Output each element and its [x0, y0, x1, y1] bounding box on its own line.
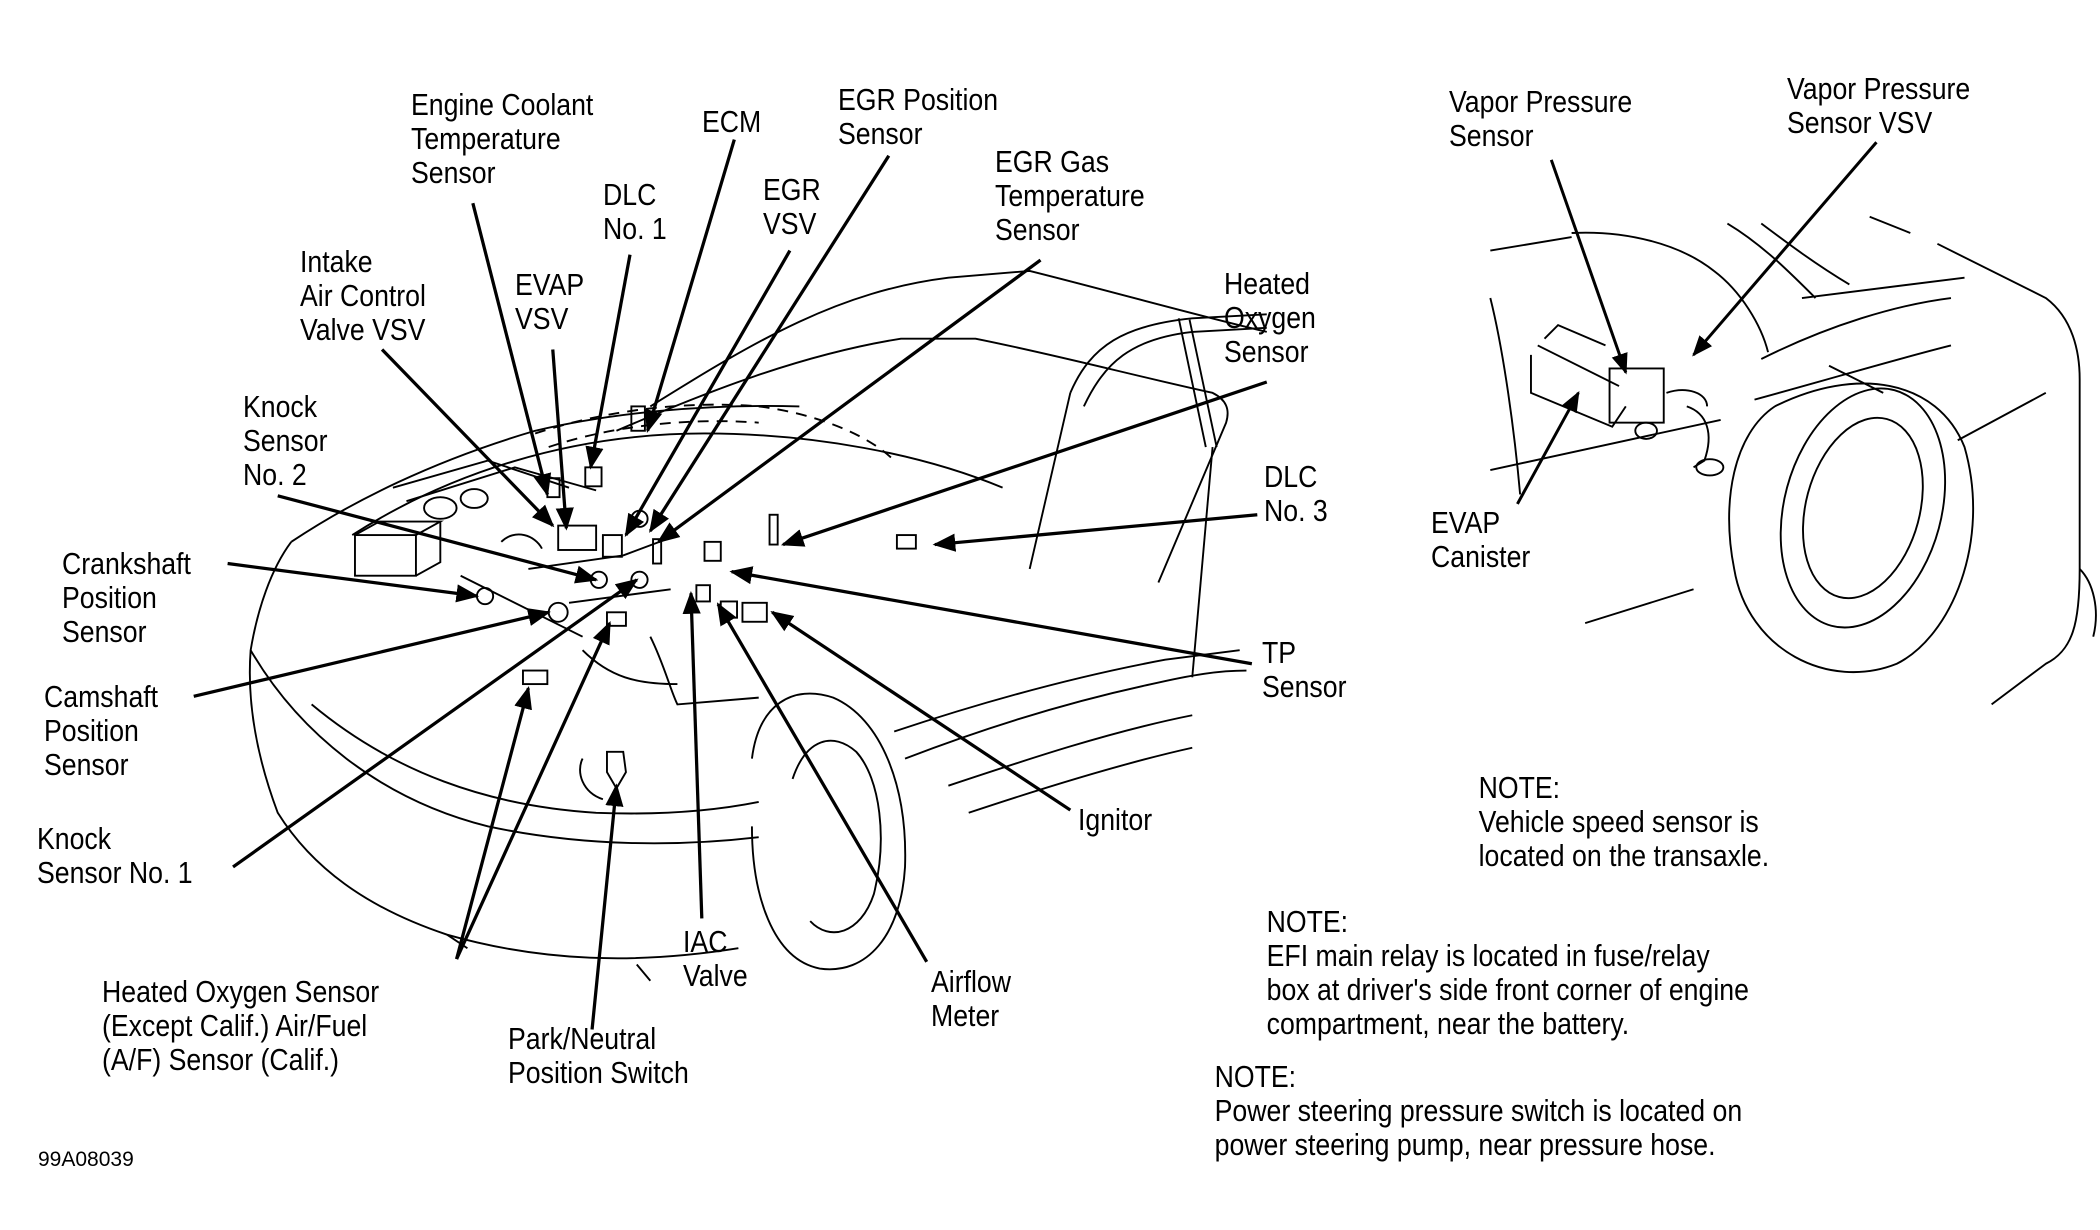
note-vehicle-speed-sensor: NOTE: Vehicle speed sensor is located on… [1449, 737, 1769, 907]
leader-ks1 [232, 578, 639, 869]
label-dlc-no3: DLC No. 3 [1264, 459, 1328, 528]
leader-airflow [716, 602, 929, 963]
leader-canister [1516, 391, 1580, 505]
leader-vps [1549, 159, 1628, 375]
label-tp-sensor: TP Sensor [1262, 635, 1347, 704]
note-body: EFI main relay is located in fuse/relay … [1266, 938, 1749, 1041]
label-engine-coolant-temperature-sensor: Engine Coolant Temperature Sensor [411, 87, 594, 190]
note-head: NOTE: [1478, 770, 1561, 805]
leader-ignitor [770, 610, 1072, 812]
leader-dlc3 [932, 513, 1258, 552]
label-heated-oxygen-sensor-top: Heated Oxygen Sensor [1224, 266, 1316, 369]
vehicle-outline [248, 269, 1267, 982]
note-efi-main-relay: NOTE: EFI main relay is located in fuse/… [1237, 871, 1749, 1075]
label-crankshaft-position-sensor: Crankshaft Position Sensor [62, 546, 191, 649]
label-airflow-meter: Airflow Meter [931, 964, 1011, 1033]
label-egr-gas-temperature-sensor: EGR Gas Temperature Sensor [995, 144, 1145, 247]
label-ignitor: Ignitor [1078, 802, 1153, 837]
leader-ect [471, 202, 552, 497]
label-egr-position-sensor: EGR Position Sensor [838, 82, 999, 151]
label-park-neutral-position-switch: Park/Neutral Position Switch [508, 1021, 689, 1090]
label-knock-sensor-no1: Knock Sensor No. 1 [37, 821, 193, 890]
leader-dlc1 [585, 254, 632, 470]
label-iac-valve: IAC Valve [683, 924, 748, 993]
inset-vehicle-outline [1489, 215, 2097, 706]
leader-evapvsv [551, 349, 574, 531]
inset-leader-lines [1516, 141, 1878, 505]
label-evap-canister: EVAP Canister [1431, 505, 1531, 574]
leader-egrgas [656, 258, 1042, 544]
label-vapor-pressure-sensor-vsv: Vapor Pressure Sensor VSV [1787, 71, 1971, 140]
leader-ks2 [277, 494, 599, 584]
figure-id: 99A08039 [38, 1148, 134, 1171]
label-heated-oxygen-sensor-af-sensor: Heated Oxygen Sensor (Except Calif.) Air… [102, 974, 380, 1077]
leader-ho2bot-b [455, 621, 612, 960]
label-dlc-no1: DLC No. 1 [603, 177, 667, 246]
label-vapor-pressure-sensor: Vapor Pressure Sensor [1449, 84, 1633, 153]
note-head: NOTE: [1266, 904, 1349, 939]
leader-pnp [590, 783, 624, 1030]
leader-iac [682, 591, 704, 919]
label-camshaft-position-sensor: Camshaft Position Sensor [44, 679, 159, 782]
label-egr-vsv: EGR VSV [763, 172, 821, 241]
leader-ho2top [780, 380, 1268, 547]
leader-egrpos [648, 154, 891, 533]
note-body: Power steering pressure switch is locate… [1214, 1093, 1743, 1162]
label-ecm: ECM [702, 104, 762, 139]
leader-iacv [380, 348, 555, 528]
note-power-steering-switch: NOTE: Power steering pressure switch is … [1185, 1026, 1743, 1196]
leader-ecm [644, 139, 736, 433]
label-evap-vsv: EVAP VSV [515, 267, 585, 336]
label-intake-air-control-valve-vsv: Intake Air Control Valve VSV [300, 244, 426, 347]
leader-egrvsv [624, 249, 792, 538]
leader-lines [193, 139, 1268, 1030]
note-head: NOTE: [1214, 1059, 1297, 1094]
leader-ho2bot-a [455, 685, 532, 960]
leader-ckp [227, 561, 480, 603]
label-knock-sensor-no2: Knock Sensor No. 2 [243, 389, 328, 492]
leader-tp [729, 566, 1253, 666]
leader-cmp [193, 608, 551, 698]
note-body: Vehicle speed sensor is located on the t… [1478, 804, 1770, 873]
leader-vpsvsv [1692, 141, 1878, 357]
